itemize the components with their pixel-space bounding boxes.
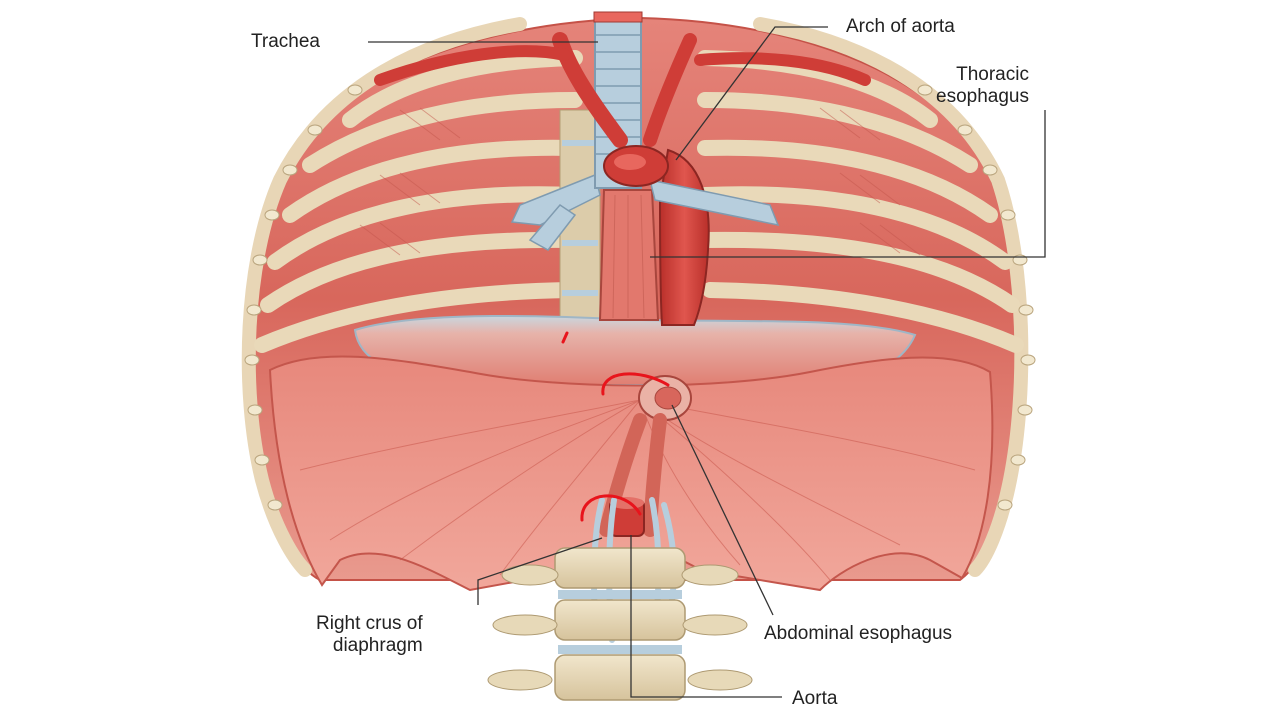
label-right-crus: Right crus of diaphragm — [316, 613, 423, 657]
annotation-arc-esophagus — [601, 372, 670, 396]
rib — [282, 139, 583, 223]
esophageal-hiatus — [638, 375, 692, 421]
leader-aorta — [630, 535, 782, 698]
costal-cartilages — [244, 84, 1036, 511]
hand-drawn-annotations — [561, 331, 670, 522]
intercostal-muscle-fibres — [359, 107, 921, 256]
label-trachea: Trachea — [251, 31, 320, 52]
label-right-crus-line1: Right crus of — [316, 613, 423, 634]
rib-margin-left — [241, 17, 527, 577]
diaphragm-muscle — [268, 355, 994, 592]
annotation-tick — [561, 331, 569, 344]
rib — [267, 186, 583, 270]
rib — [697, 186, 1013, 270]
leader-lines — [368, 26, 1046, 698]
label-right-crus-line2: diaphragm — [332, 635, 423, 656]
rib — [342, 50, 583, 128]
aortic-arch — [374, 32, 871, 187]
thoracic-esophagus — [598, 189, 660, 321]
rib — [697, 92, 978, 173]
leader-arch — [675, 26, 828, 161]
lumbar-vertebrae — [487, 547, 753, 701]
leader-thoracic-esophagus — [650, 110, 1046, 258]
leader-abdominal-esophagus — [671, 404, 774, 616]
rib — [697, 231, 1020, 313]
annotation-arc-aorta — [580, 494, 642, 522]
label-thoracic-esophagus: Thoracic esophagus — [936, 64, 1029, 108]
label-thoracic-esophagus-line1: Thoracic — [956, 64, 1029, 85]
rib — [260, 231, 583, 313]
rib — [697, 139, 998, 223]
rib — [702, 282, 1024, 353]
rib — [254, 282, 578, 353]
leader-right-crus — [477, 537, 603, 605]
label-abdominal-esophagus: Abdominal esophagus — [764, 623, 953, 644]
label-aorta: Aorta — [792, 688, 838, 709]
bronchi — [510, 173, 780, 251]
label-thoracic-esophagus-line2: esophagus — [936, 86, 1029, 107]
label-arch-of-aorta: Arch of aorta — [846, 16, 955, 37]
